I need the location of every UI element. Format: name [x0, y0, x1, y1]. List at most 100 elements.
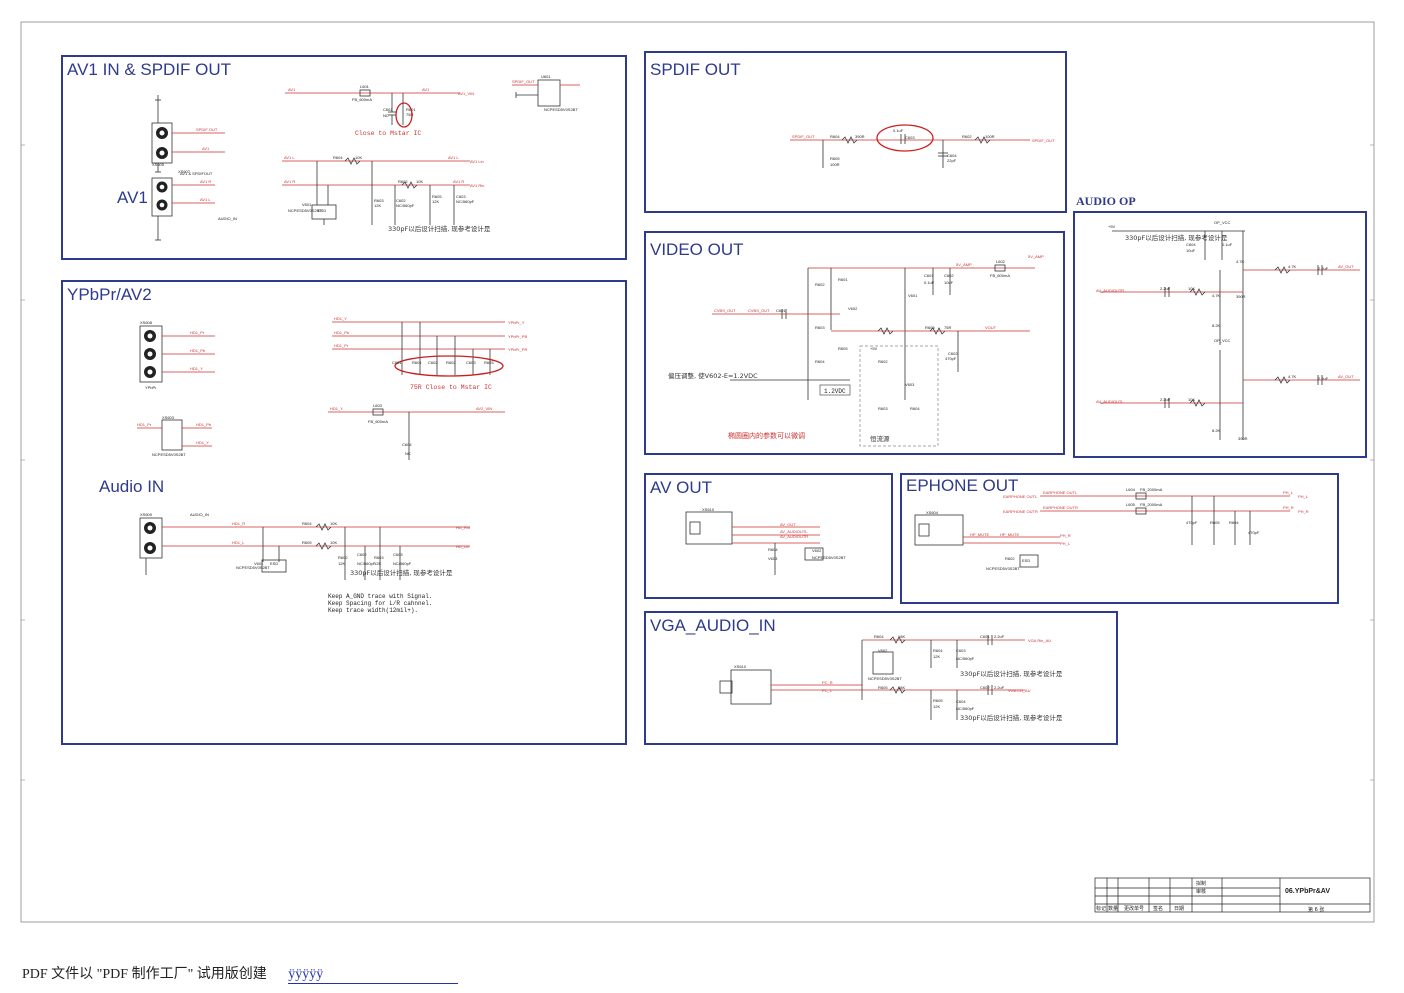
pdf-watermark-link[interactable]: ÿÿÿÿÿ	[288, 967, 459, 984]
svg-text:XS607: XS607	[178, 169, 191, 174]
svg-text:AV1 Rin: AV1 Rin	[470, 183, 484, 188]
panel-av1-spdif: AV1 IN & SPDIF OUT AV1 XS605 SPDIF OUT A…	[61, 55, 627, 260]
svg-text:AV1_VIN: AV1_VIN	[458, 91, 474, 96]
svg-text:0.1uF: 0.1uF	[924, 280, 935, 285]
svg-text:10uF: 10uF	[1186, 248, 1196, 253]
svg-text:HD1_Pb: HD1_Pb	[334, 330, 350, 335]
svg-text:XS605: XS605	[152, 162, 165, 167]
svg-text:PH_R: PH_R	[1060, 533, 1071, 538]
svg-text:FB_600mA: FB_600mA	[352, 97, 372, 102]
svg-text:390R: 390R	[1238, 436, 1248, 441]
svg-text:C601: C601	[392, 360, 402, 365]
svg-text:R605: R605	[830, 156, 840, 161]
svg-text:签名: 签名	[1153, 905, 1163, 912]
svg-text:CVBS_OUT: CVBS_OUT	[714, 308, 736, 313]
svg-text:OP_VCC: OP_VCC	[1214, 338, 1231, 343]
svg-text:470pF: 470pF	[1186, 520, 1198, 525]
svg-text:C604: C604	[1186, 242, 1196, 247]
svg-text:R604: R604	[830, 134, 840, 139]
svg-text:XS603: XS603	[162, 415, 175, 420]
svg-text:Close to Mstar IC: Close to Mstar IC	[355, 130, 421, 137]
svg-text:390R: 390R	[855, 134, 865, 139]
svg-text:SPDIF OUT: SPDIF OUT	[196, 127, 218, 132]
svg-text:AV1: AV1	[288, 87, 296, 92]
svg-text:NC/560pF: NC/560pF	[456, 199, 475, 204]
svg-text:L602: L602	[996, 259, 1006, 264]
svg-text:OP_VCC: OP_VCC	[1214, 220, 1231, 225]
svg-text:HD1_Pb: HD1_Pb	[196, 422, 212, 427]
svg-text:HP_MUTE: HP_MUTE	[970, 532, 989, 537]
svg-text:V601: V601	[908, 293, 918, 298]
panel-audio-op: AUDIO OP +5V 330pF以后设计扫描, 现参考设计是 OP_VCC …	[1073, 194, 1367, 458]
svg-text:HD1_Y: HD1_Y	[190, 366, 203, 371]
svg-text:FB_2000mA: FB_2000mA	[1140, 502, 1163, 507]
svg-text:1.2VDC: 1.2VDC	[824, 388, 846, 395]
svg-text:R602: R602	[398, 179, 408, 184]
svg-text:4.7K: 4.7K	[1288, 374, 1297, 379]
svg-text:HD1_Pb: HD1_Pb	[190, 348, 206, 353]
svg-text:ESD: ESD	[318, 208, 326, 213]
svg-text:470pF: 470pF	[1248, 530, 1260, 535]
svg-text:C601: C601	[776, 308, 786, 313]
svg-text:AV_AUDIOUTL: AV_AUDIOUTL	[1096, 399, 1124, 404]
connector-xs609: XS609 AUDIO_IN	[139, 512, 209, 575]
svg-text:R604: R604	[933, 648, 943, 653]
svg-text:R604: R604	[815, 359, 825, 364]
svg-text:C602: C602	[948, 351, 958, 356]
svg-text:EARPHONE OUTR: EARPHONE OUTR	[1043, 505, 1078, 510]
panel-ypbpr-av2: YPbPr/AV2 XS608 YPbPr HD1_Pr HD1_Pb HD1_…	[61, 280, 627, 745]
panel-av-out: AV OUT XS610 AV_OUT AV_AUDIOUTL AV_AUDIO…	[644, 473, 893, 599]
svg-text:R602: R602	[815, 282, 825, 287]
svg-text:AV_AUDIOUTR: AV_AUDIOUTR	[780, 534, 808, 539]
svg-text:NC/560pF: NC/560pF	[357, 561, 376, 566]
svg-text:Keep A_GND trace with Signal.: Keep A_GND trace with Signal.	[328, 593, 432, 600]
svg-text:R602: R602	[338, 555, 348, 560]
svg-text:PH_L: PH_L	[1283, 490, 1294, 495]
esd-xs603: XS603 NCPESD5V0S2BT HD1_Pr HD1_Pb HD1_Y	[137, 415, 212, 457]
svg-text:V602: V602	[812, 548, 822, 553]
svg-text:AV1 R: AV1 R	[284, 179, 295, 184]
svg-text:2.2uF: 2.2uF	[1318, 266, 1329, 271]
svg-text:75R: 75R	[406, 112, 413, 117]
svg-text:R602: R602	[1005, 556, 1015, 561]
svg-text:10K: 10K	[1188, 286, 1195, 291]
svg-text:FB_2000mA: FB_2000mA	[1140, 487, 1163, 492]
jack-xs610: XS610	[685, 507, 733, 545]
svg-text:数量: 数量	[1108, 905, 1118, 912]
svg-text:C603: C603	[393, 552, 403, 557]
svg-text:V602: V602	[848, 306, 858, 311]
svg-text:AV1 R: AV1 R	[200, 179, 211, 184]
audio-in-label: Audio IN	[99, 477, 164, 496]
svg-text:HD1_Y: HD1_Y	[334, 316, 347, 321]
svg-text:R605: R605	[878, 685, 888, 690]
svg-text:XS610: XS610	[734, 664, 747, 669]
svg-text:4.7K: 4.7K	[1288, 264, 1297, 269]
svg-text:L601: L601	[360, 84, 370, 89]
svg-text:L603: L603	[373, 403, 383, 408]
svg-text:NCPESD5V0S2BT: NCPESD5V0S2BT	[812, 555, 846, 560]
svg-text:V601: V601	[254, 561, 264, 566]
svg-text:R605: R605	[1210, 520, 1220, 525]
pdf-watermark-text: PDF 文件以 "PDF 制作工厂" 试用版创建	[22, 967, 267, 982]
svg-text:EARPHONE OUTL: EARPHONE OUTL	[1003, 494, 1038, 499]
svg-text:V602: V602	[878, 648, 888, 653]
svg-text:HD_Rin: HD_Rin	[456, 525, 470, 530]
svg-text:+5V: +5V	[870, 346, 878, 351]
svg-text:L605: L605	[1126, 502, 1136, 507]
panel-vga-audio-in: VGA_AUDIO_IN XS610 PC_R PC_L VGA Rin_AU …	[644, 611, 1118, 745]
svg-text:R604: R604	[333, 155, 343, 160]
svg-text:YPbPr_PB: YPbPr_PB	[508, 334, 527, 339]
svg-text:NCPESD5V0S2BT: NCPESD5V0S2BT	[868, 676, 902, 681]
svg-text:330pF以后设计扫描, 现参考设计是: 330pF以后设计扫描, 现参考设计是	[1125, 233, 1228, 242]
panel-title-video-out: VIDEO OUT	[650, 240, 744, 259]
svg-text:0.1uF: 0.1uF	[893, 128, 904, 133]
svg-text:PH_R: PH_R	[1283, 505, 1294, 510]
svg-text:恒流源: 恒流源	[870, 434, 890, 443]
svg-text:100R: 100R	[830, 162, 840, 167]
svg-text:R603: R603	[484, 360, 494, 365]
svg-text:C603: C603	[905, 135, 915, 140]
svg-text:R602: R602	[962, 134, 972, 139]
svg-text:ESD: ESD	[270, 561, 278, 566]
svg-text:V601: V601	[302, 202, 312, 207]
svg-text:+5V: +5V	[1108, 224, 1116, 229]
